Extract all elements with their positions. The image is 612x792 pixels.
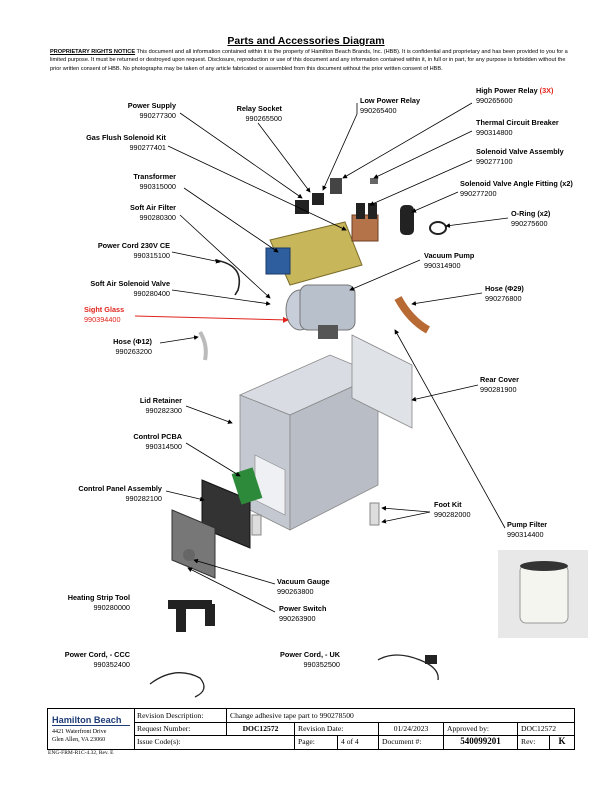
leader-lines	[159, 102, 509, 613]
cord-uk-drawing	[377, 654, 439, 681]
request-number-label: Request Number:	[134, 722, 227, 735]
page-title: Parts and Accessories Diagram	[227, 35, 385, 47]
heating-tool-drawing	[168, 600, 215, 632]
solenoid-valve-drawing	[351, 203, 447, 242]
document-number: 540099201	[444, 735, 518, 749]
revision-description-label: Revision Description:	[134, 709, 227, 722]
panel-overlay-drawing	[171, 509, 216, 579]
cabinet-drawing	[238, 334, 413, 531]
request-number-value: DOC12572	[227, 722, 295, 735]
revision-description-value: Change adhesive tape part to 990278500	[230, 711, 354, 720]
foot-drawing	[369, 502, 380, 526]
issue-row: Issue Code(s): Page: 4 of 4 Document #: …	[134, 735, 574, 749]
pump-filter-photo	[498, 550, 588, 638]
uk-plug-drawing	[425, 655, 437, 664]
pcba-drawing	[231, 467, 263, 505]
cord-ccc-drawing	[149, 672, 205, 698]
issue-code-cell: Issue Code(s):	[134, 735, 295, 749]
label-high-power-relay: High Power Relay (3X)990265600	[476, 86, 554, 105]
hose-29-drawing	[394, 296, 431, 334]
sight-glass-leader	[134, 315, 289, 323]
document-label: Document #:	[379, 735, 444, 749]
request-row: Request Number: DOC12572 Revision Date: …	[134, 722, 574, 736]
label-angle-fitting: Solenoid Valve Angle Fitting (x2)9902772…	[460, 179, 573, 198]
hamilton-beach-logo: Hamilton Beach	[52, 715, 122, 725]
approved-by-value: DOC12572	[521, 724, 557, 733]
notice-heading: PROPRIETARY RIGHTS NOTICE	[50, 49, 136, 55]
approved-by-label: Approved by:	[444, 722, 518, 735]
form-id: ENG-FRM-R1C-4.32, Rev. E	[48, 750, 114, 756]
vacuum-pump-drawing	[285, 284, 356, 339]
notice-text: This document and all information contai…	[50, 49, 568, 72]
proprietary-notice: PROPRIETARY RIGHTS NOTICE This document …	[50, 48, 570, 73]
revision-date-value: 01/24/2023	[379, 722, 444, 735]
high-power-relay-qty: (3X)	[539, 86, 554, 95]
label-o-ring: O-Ring (x2)990275600	[511, 209, 551, 228]
gauge-drawing	[183, 549, 195, 561]
hose-12-drawing	[198, 330, 208, 361]
foot-drawing-2	[251, 514, 262, 536]
label-hose-29: Hose (Φ29)990276800	[485, 284, 524, 303]
revision-date-label: Revision Date:	[295, 722, 379, 735]
revision-description-row: Revision Description: Change adhesive ta…	[134, 709, 574, 723]
rev-value: K	[558, 736, 566, 746]
relays-drawing	[295, 178, 378, 214]
page-value: 4 of 4	[338, 735, 379, 749]
cord-ce-drawing	[214, 259, 240, 296]
page-label: Page:	[295, 735, 338, 749]
rev-label: Rev:	[518, 735, 550, 749]
label-hose-12: Hose (Φ12)990263200	[113, 337, 152, 356]
